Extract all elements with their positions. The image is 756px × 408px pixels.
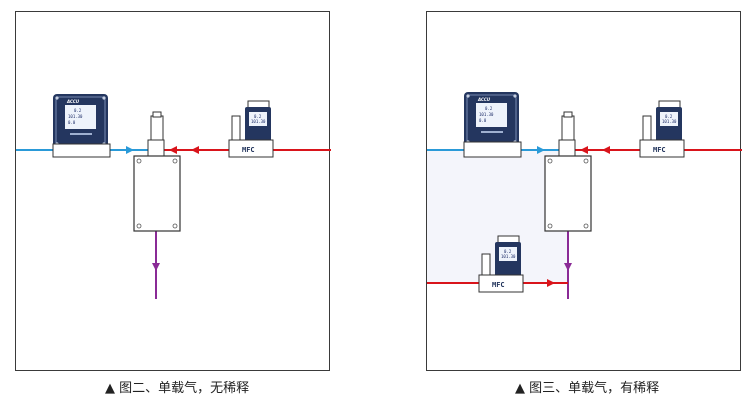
figure-3-panel: ACCU 0.2 101.30 0.0 0.2 101.30 (426, 11, 742, 371)
vessel-unit (544, 111, 592, 232)
caption-marker-icon: ▲ (105, 381, 115, 396)
figure-3-caption: ▲ 图三、单载气，有稀释 (515, 377, 659, 396)
mfc-label: MFC (242, 146, 255, 154)
controller-device: ACCU 0.2 101.30 0.0 (463, 92, 522, 158)
mfc-label: MFC (653, 146, 666, 154)
screen-line: 0.0 (68, 120, 76, 125)
output-arrow-icon (537, 146, 545, 154)
carrier-arrow-icon (191, 146, 199, 154)
carrier-arrow-icon (169, 146, 177, 154)
device-logo: ACCU (477, 97, 491, 102)
figure-3-diagram: ACCU 0.2 101.30 0.0 0.2 101.30 (427, 92, 742, 299)
screen-line: 0.2 (504, 249, 512, 254)
carrier-arrow-icon (602, 146, 610, 154)
vent-arrow-icon (564, 263, 572, 271)
figure-2-panel: ACCU 0.2 101.30 0.0 0.2 101.30 (15, 11, 331, 371)
screen-line: 101.30 (68, 114, 83, 119)
screen-line: 101.30 (662, 119, 677, 124)
mfc-device: 0.2 101.30 MFC (228, 100, 274, 158)
device-logo: ACCU (66, 99, 80, 104)
vent-arrow-icon (152, 263, 160, 271)
screen-line: 101.30 (251, 119, 266, 124)
carrier-arrow-icon (580, 146, 588, 154)
caption-marker-icon: ▲ (515, 381, 525, 396)
screen-line: 0.2 (254, 114, 262, 119)
caption-text: 图三、单载气，有稀释 (529, 381, 660, 396)
dilution-mfc-device: 0.2 101.30 MFC (478, 235, 524, 293)
vessel-unit (133, 111, 181, 232)
dilution-mfc-label: MFC (492, 281, 505, 289)
controller-device: ACCU 0.2 101.30 0.0 (52, 94, 111, 158)
screen-line: 0.0 (479, 118, 487, 123)
figure-2-diagram: ACCU 0.2 101.30 0.0 0.2 101.30 (16, 94, 331, 299)
screen-line: 0.2 (74, 108, 82, 113)
mfc-device: 0.2 101.30 MFC (639, 100, 685, 158)
screen-line: 0.2 (485, 106, 493, 111)
figure-2-caption: ▲ 图二、单载气，无稀释 (105, 377, 249, 396)
screen-line: 0.2 (665, 114, 673, 119)
caption-text: 图二、单载气，无稀释 (119, 381, 250, 396)
dilution-arrow-icon (547, 279, 555, 287)
output-arrow-icon (126, 146, 134, 154)
screen-line: 101.30 (479, 112, 494, 117)
screen-line: 101.30 (501, 254, 516, 259)
